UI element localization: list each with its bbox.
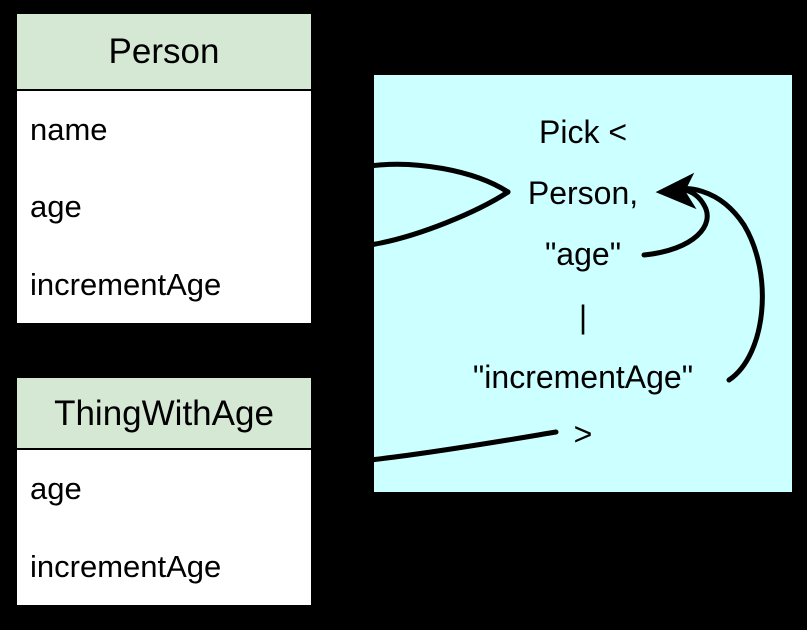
class-box-person[interactable]: Person name age incrementAge — [15, 12, 313, 325]
class-title-person: Person — [108, 32, 220, 71]
type-line: "incrementAge" — [472, 359, 694, 395]
type-line: "age" — [544, 236, 622, 272]
class-body-thingwithage: age incrementAge — [17, 450, 311, 605]
class-title-thingwithage: ThingWithAge — [54, 393, 274, 433]
type-line: Person, — [527, 175, 639, 211]
class-member-label: age — [30, 189, 82, 225]
class-box-thingwithage[interactable]: ThingWithAge age incrementAge — [15, 376, 313, 607]
class-member-row[interactable]: incrementAge — [17, 528, 311, 606]
type-line: > — [573, 416, 593, 452]
class-header-thingwithage: ThingWithAge — [17, 378, 311, 450]
class-header-person: Person — [17, 14, 311, 91]
type-line: Pick < — [538, 114, 628, 150]
type-line: | — [578, 299, 588, 335]
class-member-row[interactable]: incrementAge — [17, 246, 311, 323]
class-member-row[interactable]: name — [17, 91, 311, 168]
type-expression-panel[interactable]: Pick < Person, "age" | "incrementAge" > — [374, 75, 792, 492]
class-member-row[interactable]: age — [17, 168, 311, 245]
class-member-label: incrementAge — [30, 548, 222, 584]
class-body-person: name age incrementAge — [17, 91, 311, 323]
class-member-label: name — [30, 112, 108, 148]
class-member-label: age — [30, 471, 82, 507]
class-member-label: incrementAge — [30, 266, 222, 302]
type-expression-text: Pick < Person, "age" | "incrementAge" > — [374, 75, 792, 492]
class-member-row[interactable]: age — [17, 450, 311, 528]
